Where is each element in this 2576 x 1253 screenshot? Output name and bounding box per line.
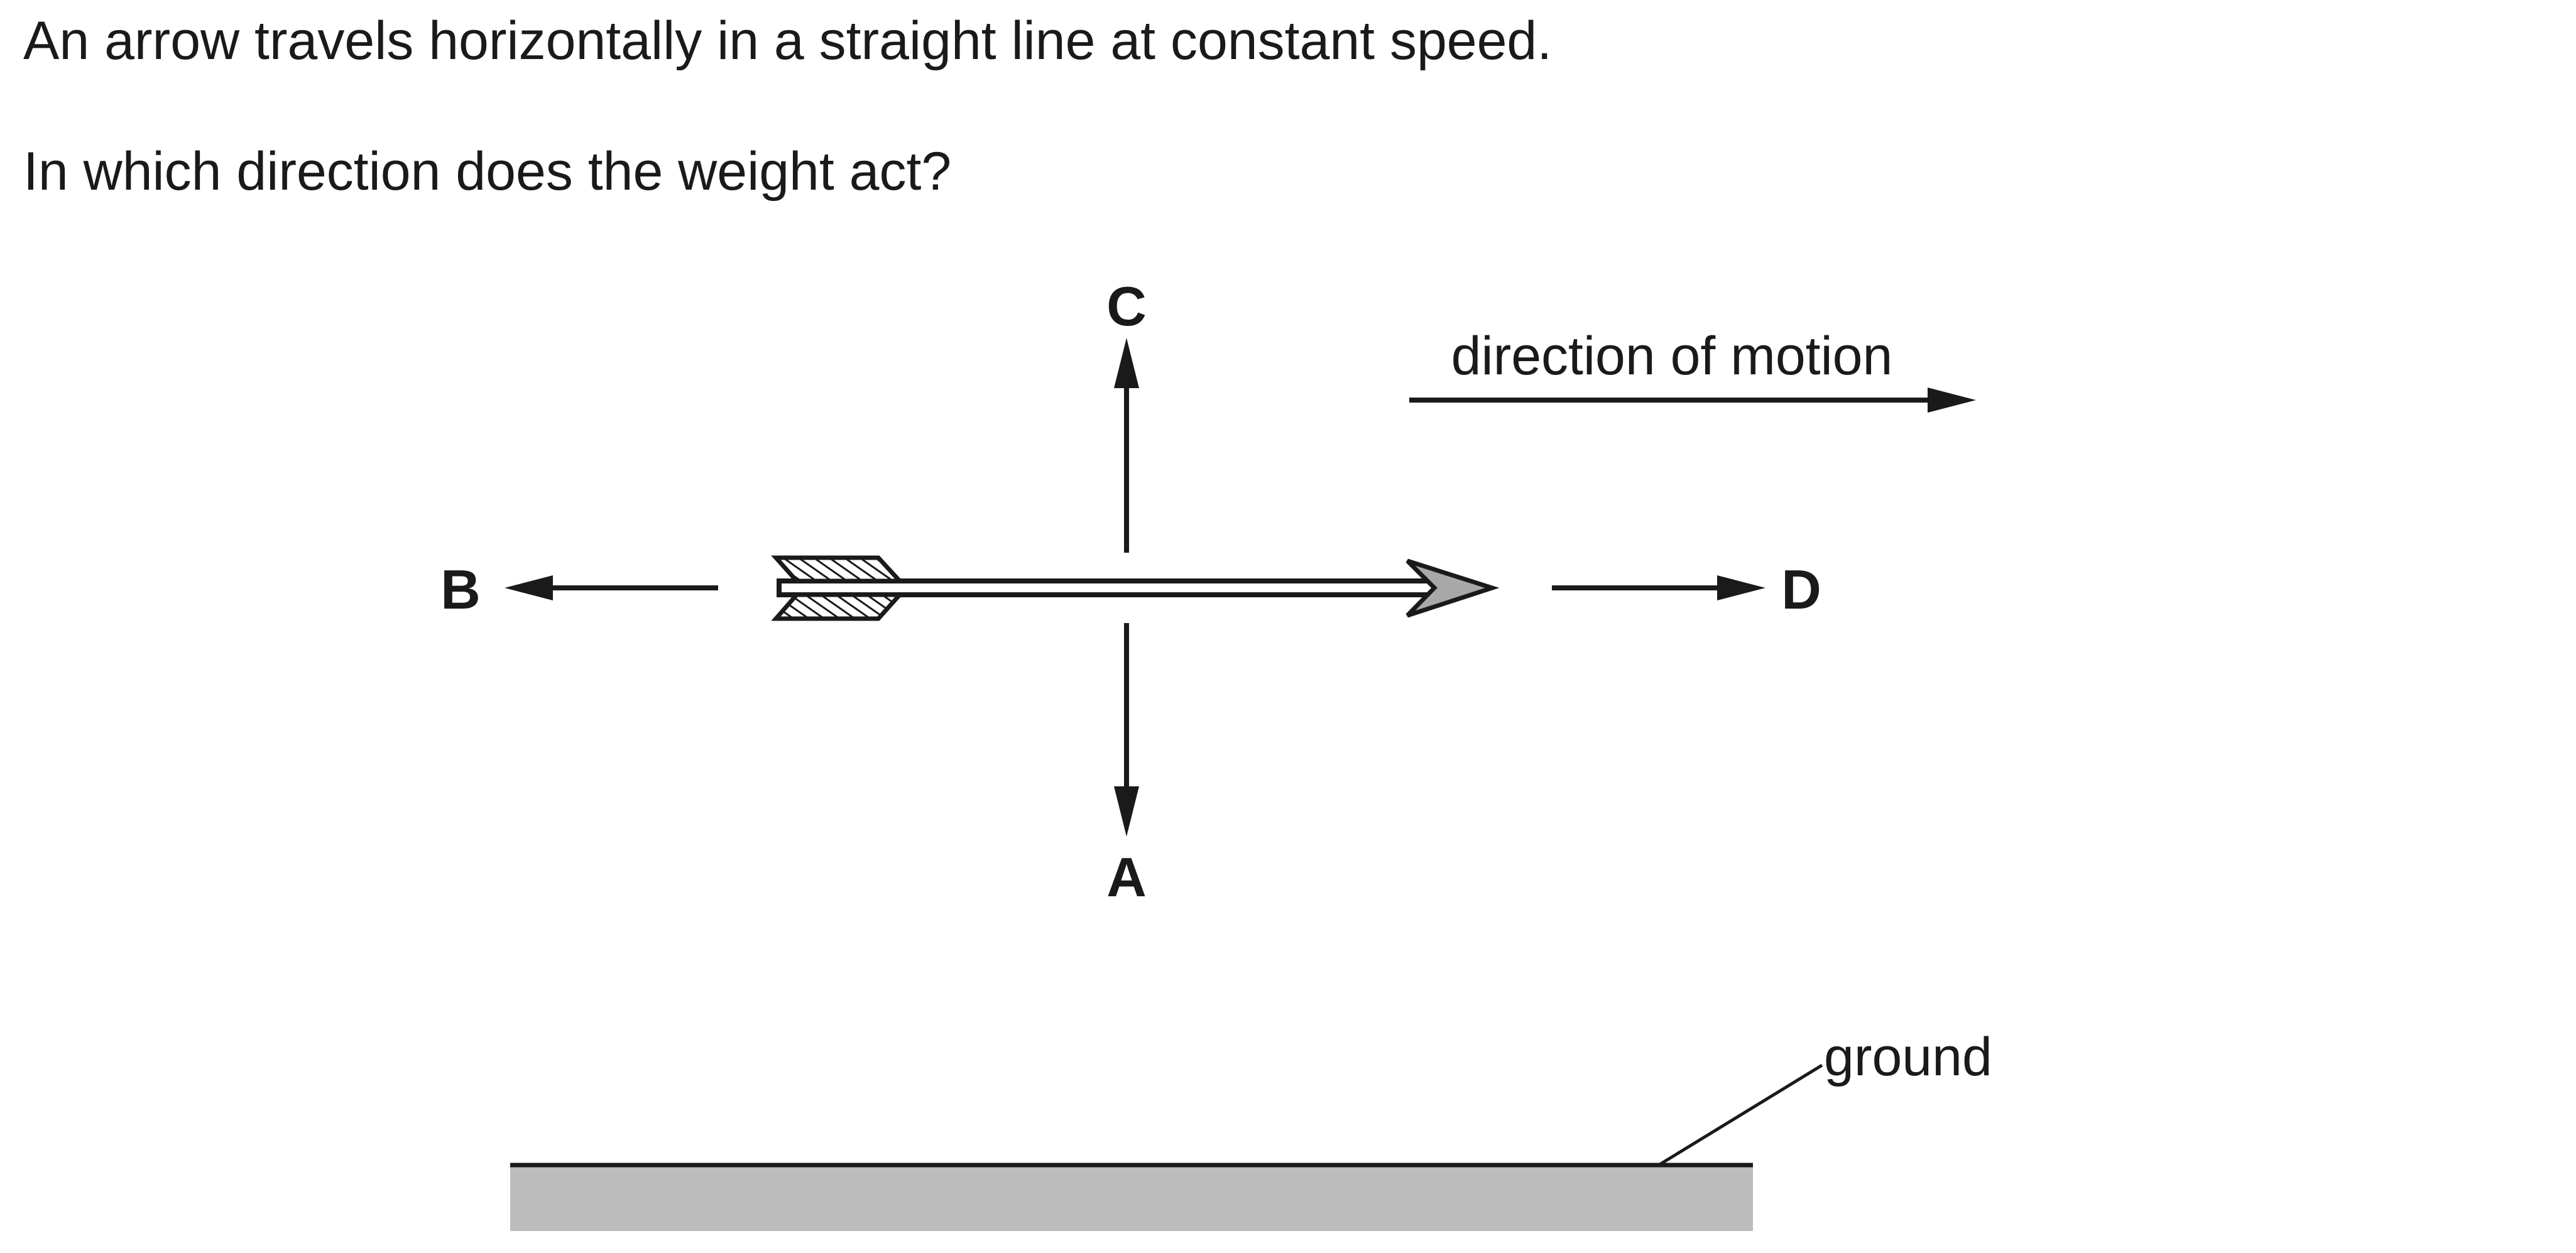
projectile-arrow (771, 555, 1500, 621)
motion-direction-arrow (1409, 388, 1976, 413)
arrowhead (1405, 558, 1500, 618)
force-arrow-down (1114, 623, 1139, 837)
force-arrow-right (1552, 575, 1766, 600)
question-line-1: An arrow travels horizontally in a strai… (23, 11, 1553, 71)
arrow-fletching-top (771, 555, 905, 583)
option-label-b: B (440, 558, 481, 621)
option-label-d: D (1781, 558, 1821, 621)
question-prompt: In which direction does the weight act? (23, 141, 952, 202)
force-arrow-up (1114, 338, 1139, 553)
motion-label: direction of motion (1451, 326, 1893, 386)
ground-label: ground (1824, 1027, 1992, 1087)
ground-surface (510, 1165, 1753, 1231)
option-label-a: A (1106, 846, 1147, 908)
arrow-fletching-bottom (771, 592, 905, 621)
ground-leader-line (1657, 1063, 1823, 1167)
option-label-c: C (1106, 275, 1147, 337)
force-arrow-left (505, 575, 718, 600)
